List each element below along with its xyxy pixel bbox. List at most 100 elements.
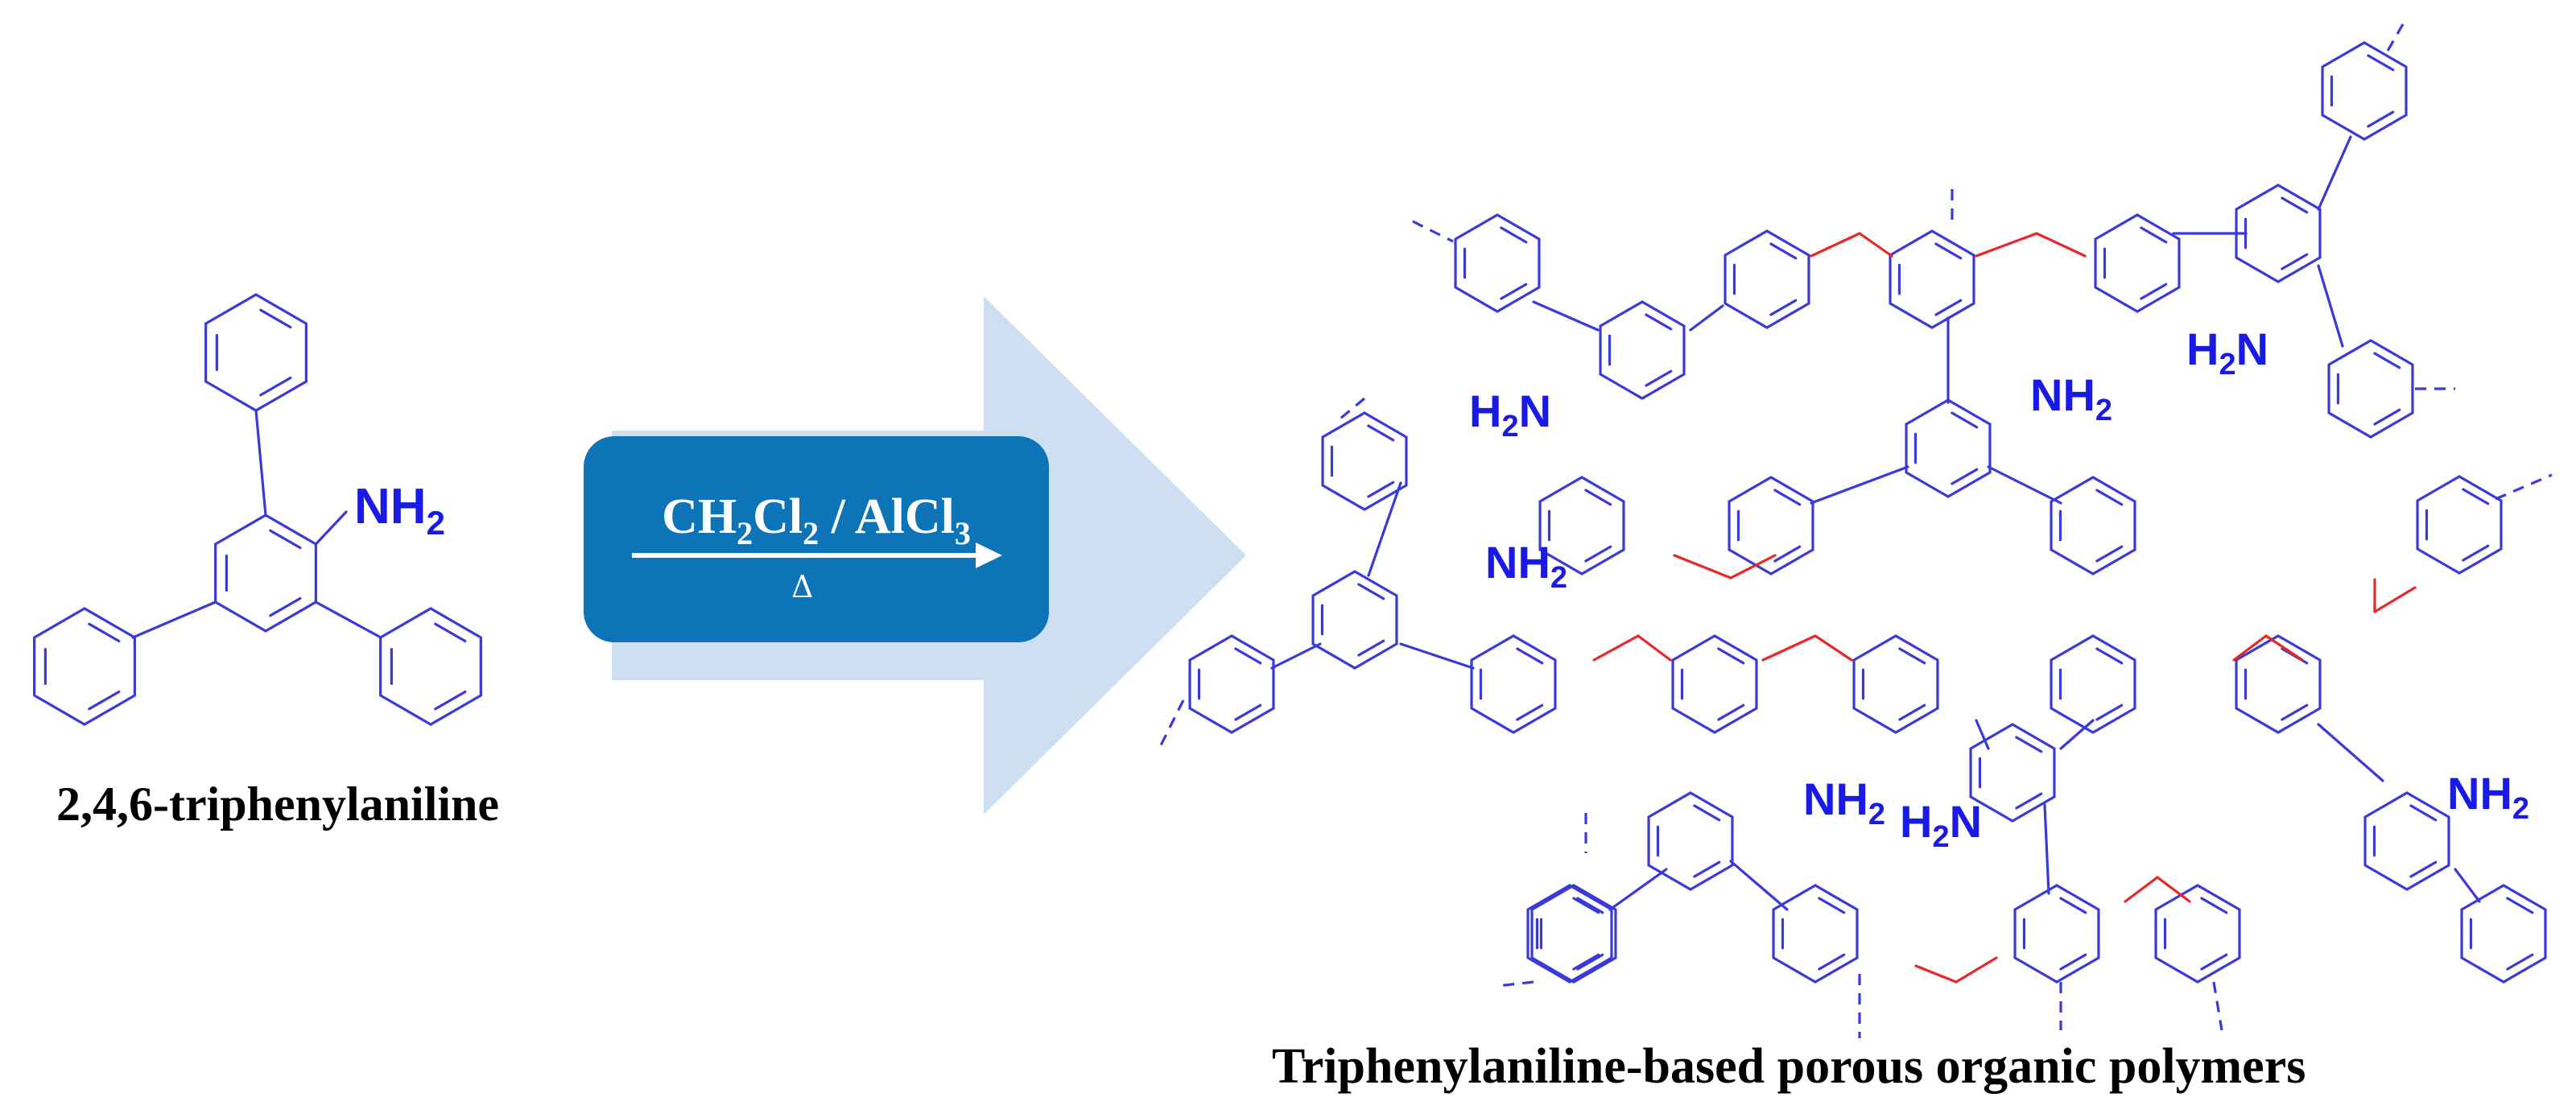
benzene-ring (2050, 476, 2136, 576)
continuation-bond (2385, 23, 2405, 53)
double-bond (269, 529, 302, 550)
continuation-bond (1158, 699, 1185, 749)
continuation-bond (1339, 397, 1366, 420)
double-bond (1584, 489, 1612, 506)
single-bond (2317, 135, 2352, 211)
double-bond (1645, 313, 1673, 331)
methylene-link (2124, 876, 2159, 903)
methylene-link (1858, 232, 1893, 258)
single-bond (2454, 868, 2481, 903)
single-bond (1975, 719, 1990, 750)
benzene-ring (1889, 229, 1975, 329)
conditions-text: CH2Cl2 / AlCl3 (662, 489, 971, 551)
double-bond (2095, 489, 2124, 506)
conditions-box (584, 436, 1049, 642)
double-bond (1934, 299, 1963, 316)
methylene-link (2373, 586, 2417, 613)
double-bond (1818, 953, 1846, 971)
methylene-link (1592, 634, 1640, 662)
single-bond (1810, 465, 1909, 505)
single-bond (314, 510, 348, 546)
benzene-ring (1969, 723, 2056, 823)
double-bond (2059, 897, 2087, 914)
benzene-ring (1321, 411, 1408, 511)
conditions-part-cl: Cl (753, 489, 803, 544)
methylene-link (1761, 634, 1817, 662)
double-bond (2095, 545, 2124, 563)
conditions-sub-2b: 2 (803, 515, 819, 551)
methylene-link (2035, 232, 2087, 258)
single-bond (2317, 723, 2384, 782)
double-bond (2462, 544, 2490, 562)
heat-symbol: Δ (791, 569, 813, 604)
svg-text:NH2: NH2 (2447, 768, 2529, 826)
benzene-ring (2235, 184, 2322, 283)
double-bond (1572, 953, 1600, 971)
double-bond (1717, 647, 1745, 665)
single-bond (314, 600, 382, 639)
conditions-sub-3: 3 (955, 515, 971, 551)
benzene-ring (2094, 213, 2181, 313)
single-bond (2043, 803, 2050, 895)
benzene-ring (214, 514, 317, 633)
benzene-ring (1905, 398, 1992, 498)
svg-text:NH2: NH2 (2030, 369, 2112, 427)
single-bond (1270, 642, 1322, 670)
double-bond (1576, 897, 1604, 914)
single-bond (1987, 465, 2062, 505)
methylene-link (2264, 634, 2304, 662)
benzene-ring (1470, 634, 1557, 734)
svg-text:NH2: NH2 (1803, 774, 1885, 831)
double-bond (88, 622, 121, 643)
single-bond (2059, 719, 2095, 750)
double-bond (2409, 860, 2438, 878)
svg-text:H2N: H2N (2186, 324, 2268, 382)
benzene-ring (1188, 634, 1275, 734)
reaction-arrow-head (976, 542, 1002, 568)
monomer-name: 2,4,6-triphenylaniline (56, 778, 500, 831)
polymer-nh2-label: NH2 (2447, 768, 2529, 826)
benzene-ring (2050, 634, 2136, 734)
benzene-ring (379, 607, 482, 726)
benzene-ring (2416, 475, 2503, 575)
double-bond (1584, 545, 1612, 563)
methylene-link (1914, 964, 1958, 984)
benzene-ring (2363, 791, 2450, 891)
benzene-ring (2321, 41, 2408, 141)
double-bond (1357, 583, 1385, 600)
double-bond (1818, 897, 1846, 914)
methylene-link (1975, 232, 2038, 258)
double-bond (2140, 226, 2168, 244)
polymer-network (1158, 23, 2553, 1038)
polymer-nh2-label: NH2 (2030, 369, 2112, 427)
single-bond (1367, 481, 1402, 577)
benzene-ring (2154, 884, 2241, 984)
double-bond (2200, 953, 2228, 971)
double-bond (1773, 489, 1802, 506)
single-bond (1532, 300, 1600, 332)
benzene-ring (1538, 476, 1625, 576)
continuation-bond (2212, 981, 2223, 1031)
double-bond (2095, 703, 2124, 721)
monomer-structure (33, 293, 482, 726)
double-bond (1693, 804, 1721, 822)
single-bond (1608, 868, 1668, 911)
methylene-link (1673, 554, 1732, 580)
conditions-part-alcl: / AlCl (819, 489, 955, 544)
benzene-ring (2235, 634, 2322, 734)
benzene-ring (204, 293, 308, 412)
single-bond (1689, 304, 1724, 332)
double-bond (1898, 647, 1926, 665)
double-bond (1769, 242, 1798, 260)
double-bond (434, 690, 467, 711)
conditions-sub-2a: 2 (737, 515, 753, 551)
methylene-link (1814, 634, 1853, 662)
double-bond (2281, 703, 2309, 721)
double-bond (2200, 897, 2228, 914)
single-bond (2317, 264, 2344, 348)
double-bond (1645, 369, 1673, 387)
double-bond (2373, 352, 2401, 369)
product-name: Triphenylaniline-based porous organic po… (1272, 1039, 2306, 1094)
continuation-bond (1412, 220, 1454, 243)
